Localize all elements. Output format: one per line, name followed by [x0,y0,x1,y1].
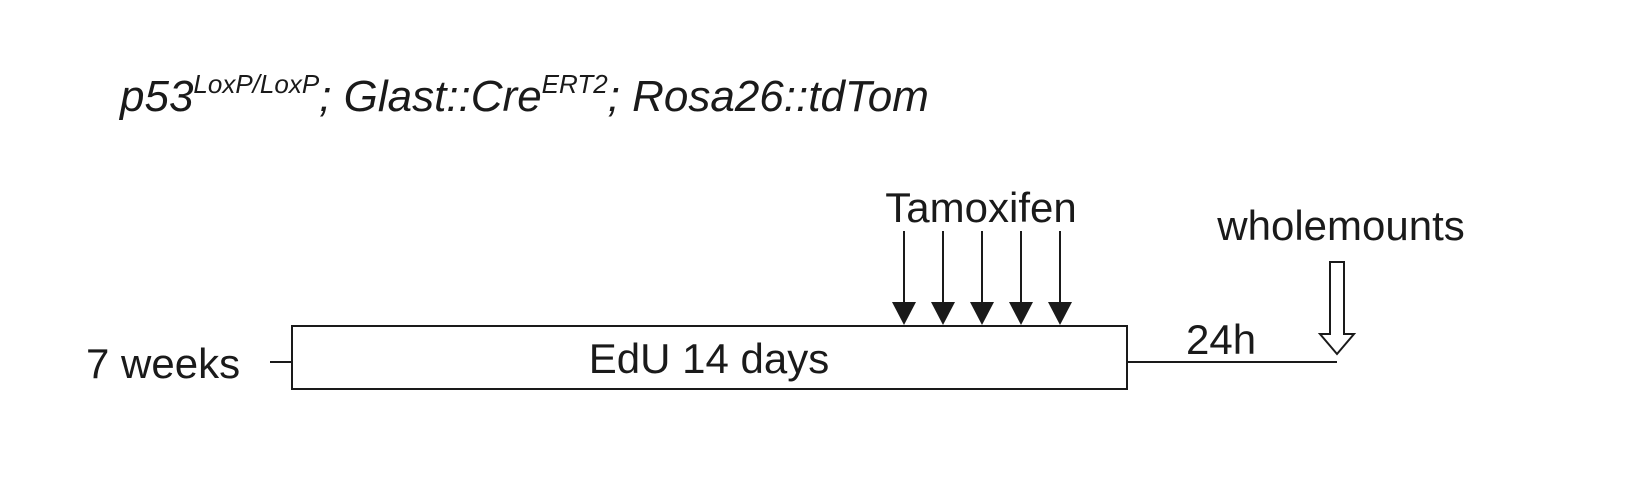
genotype-ert2-superscript: ERT2 [542,69,609,99]
tamoxifen-arrow-head [892,302,916,325]
interval-label: 24h [1186,316,1256,363]
edu-treatment-label: EdU 14 days [589,335,829,382]
genotype-title: p53LoxP/LoxP; Glast::CreERT2; Rosa26::td… [118,69,929,121]
tamoxifen-arrow-head [970,302,994,325]
wholemounts-label: wholemounts [1216,202,1464,249]
start-age-label: 7 weeks [86,340,240,387]
genotype-rosa26-tdtom: ; Rosa26::tdTom [608,72,929,121]
tamoxifen-arrows [892,231,1072,325]
tamoxifen-arrow-head [1009,302,1033,325]
tamoxifen-label: Tamoxifen [885,184,1076,231]
tamoxifen-arrow-head [1048,302,1072,325]
tamoxifen-arrow-head [931,302,955,325]
edu-treatment-box [291,325,1128,390]
genotype-p53: p53 [118,72,194,121]
genotype-loxp-superscript: LoxP/LoxP [193,69,319,99]
genotype-glast-cre: ; Glast::Cre [319,72,542,121]
wholemounts-hollow-arrow [1317,261,1357,356]
